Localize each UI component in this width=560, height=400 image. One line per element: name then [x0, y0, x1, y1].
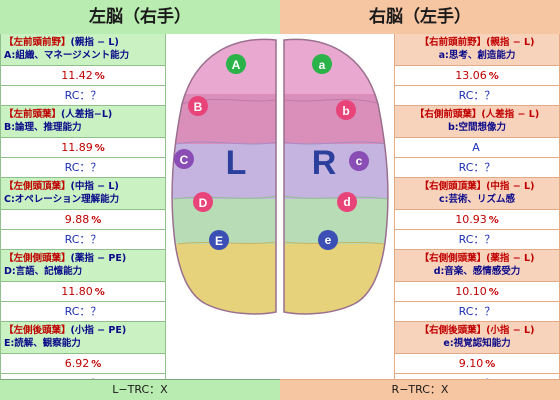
right-rc: RC：？ [394, 158, 560, 178]
right-total-rc: R−TRC：X [280, 379, 560, 400]
svg-text:d: d [343, 195, 350, 209]
finger-label: (小指 − PE) [70, 325, 127, 336]
left-marker-d: D [193, 192, 213, 212]
finger-label: (中指 − L) [70, 181, 119, 192]
area-name: 【右側頭頂葉】 [419, 181, 487, 192]
left-hemisphere [172, 39, 276, 314]
right-marker-c: c [349, 151, 369, 171]
right-percent: 10.93% [394, 210, 560, 230]
left-area-title: 【左前頭葉】(人差指−L) B:論理、推理能力 [0, 106, 166, 138]
area-name: 【右側前頭葉】 [414, 109, 482, 120]
right-percent: 13.06% [394, 66, 560, 86]
left-marker-a: A [226, 54, 246, 74]
left-percent: 11.80% [0, 282, 166, 302]
ability-label: E:読解、観察能力 [4, 338, 81, 349]
left-marker-b: B [188, 96, 208, 116]
ability-label: e:視覚認知能力 [443, 338, 511, 349]
right-area-title: 【右前頭前野】(親指 − L) a:思考、創造能力 [394, 34, 560, 66]
right-rc: RC：？ [394, 302, 560, 322]
ability-label: c:芸術、リズム感 [439, 194, 515, 205]
area-name: 【右側後頭葉】 [419, 325, 487, 336]
area-name: 【右前頭前野】 [419, 37, 487, 48]
finger-label: (薬指 − PE) [70, 253, 127, 264]
right-marker-a: a [312, 54, 332, 74]
left-percent: 6.92% [0, 354, 166, 374]
left-marker-e: E [209, 230, 229, 250]
right-percent: 10.10% [394, 282, 560, 302]
svg-text:E: E [215, 234, 223, 248]
right-marker-d: d [337, 192, 357, 212]
left-rc: RC：？ [0, 230, 166, 250]
left-rc: RC：？ [0, 86, 166, 106]
right-area-title: 【右側後頭葉】(小指 − L) e:視覚認知能力 [394, 322, 560, 354]
svg-text:a: a [319, 58, 326, 72]
right-percent: 9.10% [394, 354, 560, 374]
finger-label: (薬指 − L) [486, 253, 535, 264]
left-percent: 9.88% [0, 210, 166, 230]
ability-label: D:言語、記憶能力 [4, 266, 83, 277]
left-area-title: 【左前頭前野】(親指 − L) A:組織、マネージメント能力 [0, 34, 166, 66]
left-area-title: 【左側頭頂葉】(中指 − L) C:オペレーション理解能力 [0, 178, 166, 210]
finger-label: (人差指−L) [61, 109, 113, 120]
right-rc: RC：？ [394, 86, 560, 106]
svg-text:A: A [232, 58, 241, 72]
svg-text:B: B [194, 100, 203, 114]
right-brain-letter: R [312, 144, 337, 182]
finger-label: (親指 − L) [70, 37, 119, 48]
left-marker-c: C [174, 149, 194, 169]
ability-label: B:論理、推理能力 [4, 122, 82, 133]
left-brain-panel: 【左前頭前野】(親指 − L) A:組織、マネージメント能力 11.42% RC… [0, 34, 166, 394]
area-name: 【左前頭葉】 [4, 109, 62, 120]
finger-label: (人差指 − L) [481, 109, 540, 120]
right-hemisphere [284, 39, 388, 314]
left-area-title: 【左側側頭葉】(薬指 − PE) D:言語、記憶能力 [0, 250, 166, 282]
right-area-title: 【右側前頭葉】(人差指 − L) b:空間想像力 [394, 106, 560, 138]
svg-text:c: c [356, 154, 363, 168]
left-rc: RC：？ [0, 302, 166, 322]
right-marker-b: b [336, 100, 356, 120]
finger-label: (親指 − L) [486, 37, 535, 48]
right-brain-panel: 【右前頭前野】(親指 − L) a:思考、創造能力 13.06% RC：？ 【右… [394, 34, 560, 394]
area-name: 【左側後頭葉】 [4, 325, 71, 336]
right-area-title: 【右側側頭葉】(薬指 − L) d:音楽、感情感受力 [394, 250, 560, 282]
ability-label: A:組織、マネージメント能力 [4, 50, 130, 61]
ability-label: a:思考、創造能力 [438, 50, 516, 61]
left-total-rc: L−TRC：X [0, 379, 281, 400]
right-percent: A [394, 138, 560, 158]
area-name: 【右側側頭葉】 [419, 253, 487, 264]
area-name: 【左前頭前野】 [4, 37, 71, 48]
left-area-title: 【左側後頭葉】(小指 − PE) E:読解、観察能力 [0, 322, 166, 354]
ability-label: C:オペレーション理解能力 [4, 194, 120, 205]
ability-label: d:音楽、感情感受力 [433, 266, 521, 277]
area-name: 【左側側頭葉】 [4, 253, 71, 264]
brain-svg: L R A B C D E a b [171, 38, 389, 315]
area-name: 【左側頭頂葉】 [4, 181, 71, 192]
finger-label: (中指 − L) [486, 181, 535, 192]
svg-text:e: e [325, 233, 332, 247]
right-brain-header: 右脳（左手） [280, 0, 560, 34]
left-rc: RC：？ [0, 158, 166, 178]
brain-illustration: L R A B C D E a b [166, 34, 394, 380]
ability-label: b:空間想像力 [447, 122, 507, 133]
svg-text:b: b [342, 104, 349, 118]
finger-label: (小指 − L) [486, 325, 535, 336]
right-marker-e: e [318, 230, 338, 250]
svg-text:C: C [180, 153, 189, 167]
left-percent: 11.89% [0, 138, 166, 158]
svg-text:D: D [199, 196, 208, 210]
right-area-title: 【右側頭頂葉】(中指 − L) c:芸術、リズム感 [394, 178, 560, 210]
left-percent: 11.42% [0, 66, 166, 86]
right-rc: RC：？ [394, 230, 560, 250]
left-brain-header: 左脳（右手） [0, 0, 281, 34]
left-brain-letter: L [226, 144, 247, 182]
